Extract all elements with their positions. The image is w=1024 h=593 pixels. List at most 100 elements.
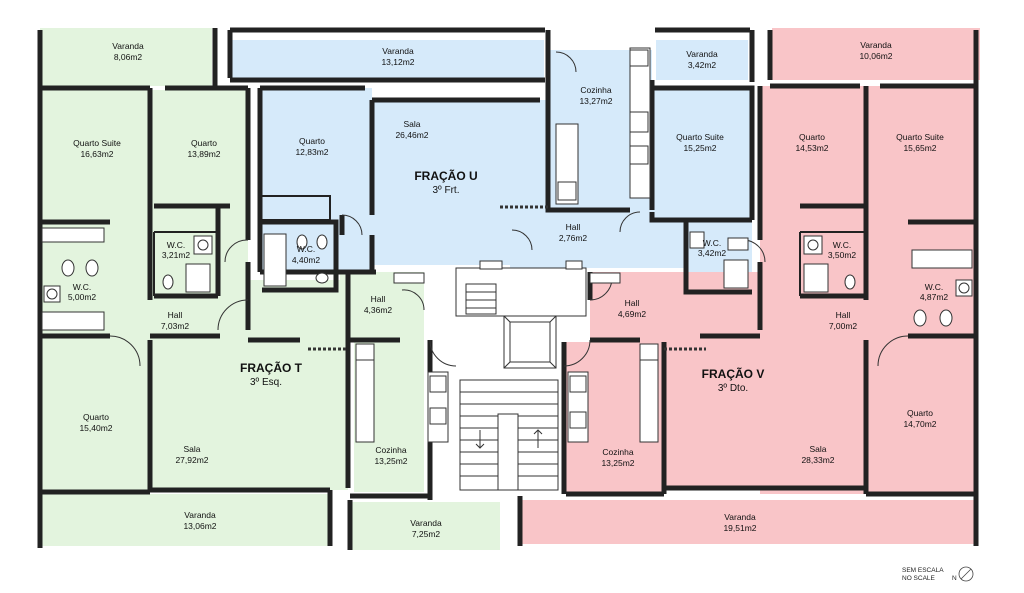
room-name: Varanda (724, 512, 756, 522)
bathtub-icon (911, 249, 973, 269)
shower-icon (803, 263, 829, 293)
stove-icon (629, 145, 649, 165)
toilet-icon (296, 234, 308, 250)
t-central-area (248, 280, 348, 490)
room-area: 15,65m2 (903, 143, 936, 153)
fridge-icon (629, 49, 649, 67)
sink-icon (193, 235, 213, 255)
room-name: Quarto (907, 408, 933, 418)
stove-icon (569, 375, 587, 393)
toilet-icon (162, 274, 174, 290)
fixtures (41, 47, 973, 443)
room-name: Quarto (799, 132, 825, 142)
room-area: 5,00m2 (68, 292, 97, 302)
u-suite-area (652, 88, 752, 218)
hall-cabinet (589, 272, 621, 284)
room-name: W.C. (703, 238, 721, 248)
room-area: 3,21m2 (162, 250, 191, 260)
t-varanda-small-area (350, 502, 500, 550)
room-name: Varanda (112, 41, 144, 51)
room-area: 4,69m2 (618, 309, 647, 319)
svg-text:W.C.3,21m2: W.C.3,21m2 (162, 240, 191, 260)
u-varanda-1-area (232, 40, 544, 78)
room-name: W.C. (833, 240, 851, 250)
room-area: 28,33m2 (801, 455, 834, 465)
scale-note-line1: SEM ESCALA (902, 567, 944, 574)
sink-icon (43, 285, 61, 303)
room-area: 14,53m2 (795, 143, 828, 153)
shower-icon (185, 263, 211, 293)
toilet-icon (61, 259, 75, 277)
unit-v-floor: 3º Dto. (718, 383, 748, 394)
room-name: Quarto Suite (896, 132, 944, 142)
sink-icon (955, 279, 973, 297)
lift-car (509, 321, 551, 363)
room-area: 15,40m2 (79, 423, 112, 433)
stair-small (465, 283, 497, 315)
room-name: Sala (809, 444, 826, 454)
room-area: 7,00m2 (829, 321, 858, 331)
u-varanda-2-area (656, 40, 748, 80)
core-cabinet (479, 260, 503, 270)
room-name: Quarto Suite (73, 138, 121, 148)
stair-down-arrow (475, 430, 485, 449)
room-name: W.C. (73, 282, 91, 292)
stair-up-arrow (533, 429, 543, 448)
room-name: Hall (566, 222, 581, 232)
sink-icon (727, 237, 749, 251)
t-varanda-bottom-area (40, 494, 330, 546)
oven-icon (569, 411, 587, 429)
room-area: 13,89m2 (187, 149, 220, 159)
t-hall2-area (340, 272, 424, 342)
unit-u-name: FRAÇÃO U (414, 168, 477, 183)
bidet-icon (939, 309, 953, 327)
room-name: Cozinha (375, 445, 406, 455)
room-name: Varanda (382, 46, 414, 56)
room-name: Sala (183, 444, 200, 454)
room-name: W.C. (167, 240, 185, 250)
walls (37, 27, 979, 550)
room-area: 4,36m2 (364, 305, 393, 315)
fridge-icon (355, 343, 375, 361)
room-name: Quarto (191, 138, 217, 148)
room-area: 4,87m2 (920, 292, 949, 302)
oven-icon (429, 407, 447, 425)
stair-well (497, 413, 519, 491)
bidet-icon (316, 234, 328, 250)
room-name: Hall (371, 294, 386, 304)
room-name: Hall (625, 298, 640, 308)
room-area: 8,06m2 (114, 52, 143, 62)
toilet-icon (689, 231, 705, 249)
stove-icon (429, 375, 447, 393)
toilet-icon (913, 309, 927, 327)
unit-t-floor: 3º Esq. (250, 377, 282, 388)
hall-cabinet (393, 272, 425, 284)
room-name: Cozinha (602, 447, 633, 457)
room-name: Hall (836, 310, 851, 320)
sink-icon (803, 235, 823, 255)
svg-text:W.C.3,42m2: W.C.3,42m2 (698, 238, 727, 258)
room-name: W.C. (297, 244, 315, 254)
room-area: 12,83m2 (295, 147, 328, 157)
room-area: 2,76m2 (559, 233, 588, 243)
room-area: 16,63m2 (80, 149, 113, 159)
fridge-icon (557, 181, 577, 201)
room-area: 14,70m2 (903, 419, 936, 429)
room-name: Hall (168, 310, 183, 320)
room-area: 13,27m2 (579, 96, 612, 106)
north-label: N (952, 575, 957, 582)
